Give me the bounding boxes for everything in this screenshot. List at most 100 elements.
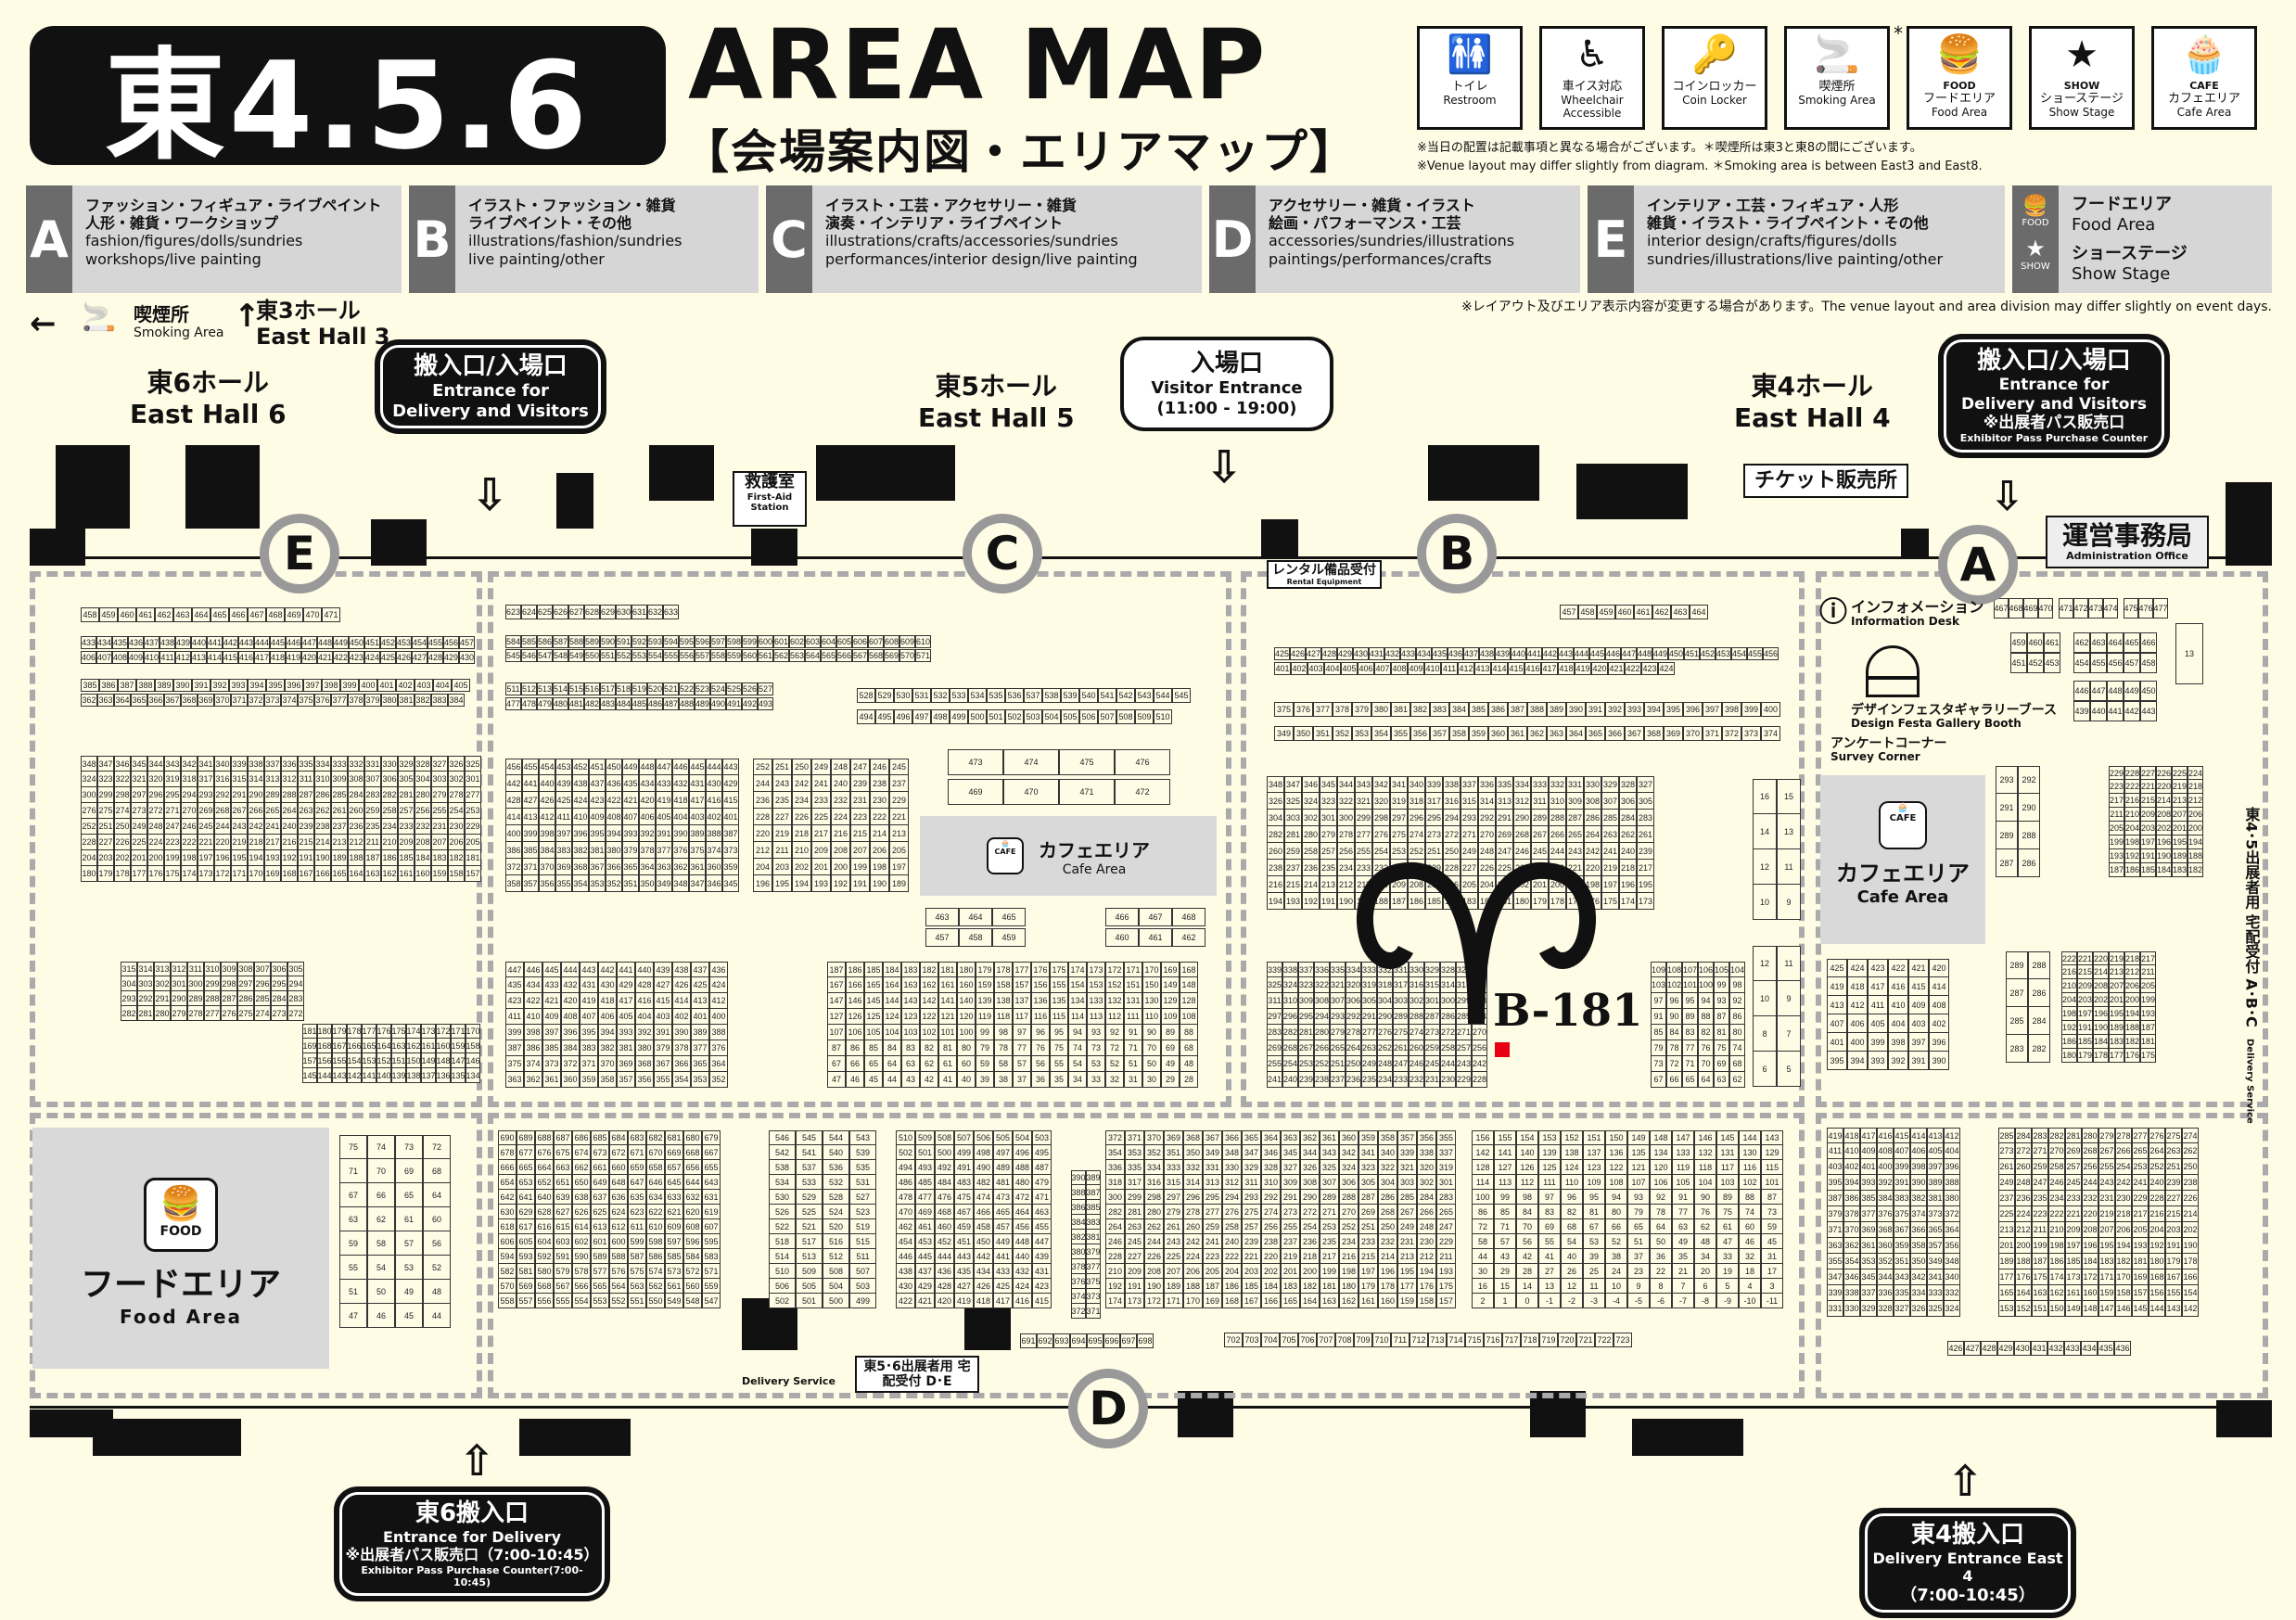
booth[interactable]: 296 bbox=[1183, 1190, 1203, 1205]
booth[interactable]: 522 bbox=[679, 682, 695, 695]
booth[interactable]: 462 bbox=[155, 607, 173, 622]
booth[interactable]: 527 bbox=[758, 682, 773, 695]
booth[interactable]: 70 bbox=[1516, 1219, 1538, 1234]
booth[interactable]: 555 bbox=[663, 649, 679, 662]
booth[interactable]: 684 bbox=[609, 1130, 628, 1145]
booth[interactable]: 681 bbox=[665, 1130, 683, 1145]
booth[interactable]: 529 bbox=[796, 1190, 823, 1205]
booth[interactable]: 412 bbox=[1458, 662, 1474, 675]
booth[interactable]: 430 bbox=[706, 775, 722, 792]
booth[interactable]: 199 bbox=[1320, 1264, 1339, 1279]
booth[interactable]: 159 bbox=[1397, 1294, 1417, 1308]
booth[interactable]: 57 bbox=[1013, 1056, 1031, 1072]
booth[interactable]: 288 bbox=[2018, 822, 2040, 849]
booth[interactable]: 175 bbox=[1436, 1279, 1456, 1294]
booth[interactable]: 674 bbox=[572, 1145, 591, 1160]
booth[interactable]: 402 bbox=[672, 1009, 691, 1025]
booth[interactable]: 245 bbox=[1424, 1056, 1440, 1072]
booth[interactable]: 633 bbox=[663, 605, 679, 619]
booth[interactable]: 296 bbox=[1408, 810, 1425, 826]
booth[interactable]: 513 bbox=[537, 682, 553, 695]
booth[interactable]: 463 bbox=[1671, 605, 1690, 619]
booth[interactable]: 101 bbox=[1682, 977, 1698, 993]
booth[interactable]: 719 bbox=[1539, 1333, 1558, 1347]
booth[interactable]: 291 bbox=[1496, 810, 1513, 826]
booth[interactable]: 163 bbox=[2032, 1285, 2048, 1301]
booth[interactable]: 451 bbox=[589, 759, 606, 775]
booth[interactable]: 186 bbox=[1408, 893, 1425, 910]
booth[interactable]: 201 bbox=[1531, 876, 1549, 893]
booth[interactable]: 204 bbox=[1222, 1264, 1242, 1279]
booth[interactable]: 491 bbox=[726, 697, 742, 710]
booth[interactable]: 446 bbox=[896, 1249, 915, 1264]
booth[interactable]: 310 bbox=[204, 962, 221, 976]
booth[interactable]: 207 bbox=[1164, 1264, 1183, 1279]
booth[interactable]: 414 bbox=[1910, 1128, 1927, 1143]
booth[interactable]: 670 bbox=[646, 1145, 665, 1160]
booth[interactable]: 279 bbox=[1164, 1205, 1183, 1219]
booth[interactable]: 406 bbox=[1847, 1014, 1868, 1033]
booth[interactable]: 98 bbox=[994, 1025, 1013, 1040]
booth[interactable]: 410 bbox=[1424, 662, 1441, 675]
booth[interactable]: 451 bbox=[364, 636, 380, 649]
booth[interactable]: 220 bbox=[214, 835, 231, 850]
booth[interactable]: 381 bbox=[589, 842, 606, 859]
booth[interactable]: 368 bbox=[1644, 726, 1664, 741]
booth[interactable]: 229 bbox=[889, 792, 909, 809]
booth[interactable]: 691 bbox=[1020, 1333, 1037, 1348]
booth[interactable]: 392 bbox=[1605, 702, 1625, 717]
booth[interactable]: 464 bbox=[959, 908, 992, 926]
booth[interactable]: 583 bbox=[702, 1249, 721, 1264]
booth[interactable]: 372 bbox=[505, 859, 522, 875]
booth[interactable]: 6 bbox=[1753, 1052, 1777, 1087]
booth[interactable]: 534 bbox=[968, 688, 987, 703]
booth[interactable]: 431 bbox=[580, 977, 598, 993]
booth[interactable]: 628 bbox=[584, 605, 600, 619]
booth[interactable]: 347 bbox=[1284, 776, 1302, 793]
booth[interactable]: 382 bbox=[1910, 1191, 1927, 1206]
booth[interactable]: 230 bbox=[870, 792, 889, 809]
booth[interactable]: 155 bbox=[1494, 1130, 1516, 1145]
booth[interactable]: 365 bbox=[1927, 1222, 1944, 1238]
booth[interactable]: 210 bbox=[792, 842, 811, 859]
booth[interactable]: 279 bbox=[2098, 1128, 2115, 1143]
booth[interactable]: 178 bbox=[1549, 893, 1566, 910]
booth[interactable]: 281 bbox=[2065, 1128, 2082, 1143]
booth[interactable]: 424 bbox=[1013, 1279, 1032, 1294]
booth[interactable]: 609 bbox=[899, 635, 915, 648]
booth[interactable]: 511 bbox=[505, 682, 521, 695]
booth[interactable]: 62 bbox=[1729, 1072, 1745, 1088]
booth[interactable]: 415 bbox=[1894, 1128, 1910, 1143]
booth[interactable]: 362 bbox=[1843, 1238, 1860, 1254]
booth[interactable]: 396 bbox=[285, 679, 303, 692]
booth[interactable]: 563 bbox=[628, 1279, 646, 1294]
booth[interactable]: 229 bbox=[2132, 1191, 2149, 1206]
booth[interactable]: 286 bbox=[1378, 1190, 1397, 1205]
booth[interactable]: 497 bbox=[912, 709, 931, 724]
booth[interactable]: 442 bbox=[1542, 647, 1558, 660]
booth[interactable]: 480 bbox=[553, 697, 568, 710]
booth[interactable]: 37 bbox=[1627, 1249, 1650, 1264]
booth[interactable]: 553 bbox=[591, 1294, 609, 1308]
booth[interactable]: 381 bbox=[1927, 1191, 1944, 1206]
booth[interactable]: 79 bbox=[1627, 1205, 1650, 1219]
booth[interactable]: 173 bbox=[421, 1024, 436, 1039]
booth[interactable]: 386 bbox=[1843, 1191, 1860, 1206]
booth[interactable]: 123 bbox=[901, 1009, 920, 1025]
booth[interactable]: 392 bbox=[635, 1025, 654, 1040]
booth[interactable]: 72 bbox=[1105, 1040, 1124, 1056]
booth[interactable]: 293 bbox=[198, 787, 214, 803]
booth[interactable]: 503 bbox=[1032, 1130, 1052, 1145]
booth[interactable]: 152 bbox=[376, 1053, 391, 1068]
booth[interactable]: 228 bbox=[1105, 1249, 1125, 1264]
booth[interactable]: 27 bbox=[1538, 1264, 1561, 1279]
booth[interactable]: 117 bbox=[1013, 1009, 1031, 1025]
booth[interactable]: 402 bbox=[706, 809, 722, 825]
booth[interactable]: 178 bbox=[114, 866, 131, 882]
booth[interactable]: 232 bbox=[831, 792, 850, 809]
booth[interactable]: 383 bbox=[555, 842, 572, 859]
booth[interactable]: 240 bbox=[1282, 1072, 1298, 1088]
booth[interactable]: 593 bbox=[517, 1249, 535, 1264]
booth[interactable]: 519 bbox=[631, 682, 647, 695]
booth[interactable]: 357 bbox=[1430, 726, 1449, 741]
